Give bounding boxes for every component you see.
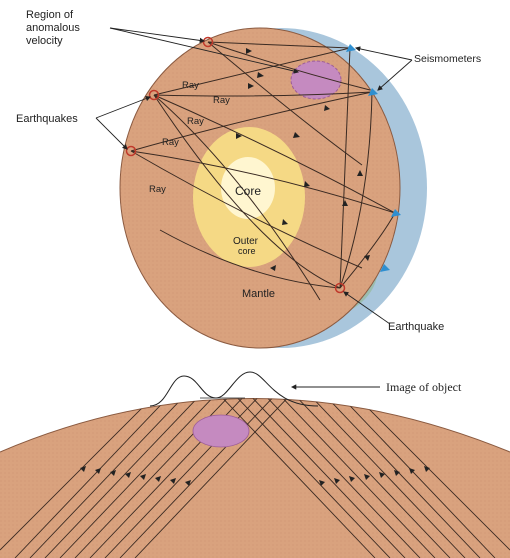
earthquake-marker [148,89,160,101]
image-of-object-label: Image of object [386,380,462,394]
outer-core-label-line1: Outer [233,236,259,247]
ray-label: Ray [182,80,199,91]
region-label-line3: velocity [26,35,63,47]
ray-label: Ray [213,95,230,106]
region-label-line2: anomalous [26,22,80,34]
seismometer-marker [346,44,356,52]
ray-label: Ray [187,116,204,127]
seismometer-marker [391,209,401,217]
core-label: Core [235,184,261,198]
earthquakes-label: Earthquakes [16,113,78,125]
ray-arrows [236,48,370,271]
leader-lines [95,27,413,325]
seismometer-marker [380,264,390,272]
mantle-label: Mantle [242,288,275,300]
seismometer-markers [346,44,401,272]
object-anomaly [192,414,250,448]
earthquake-markers [125,36,346,294]
earthquake-marker [334,282,346,294]
ray-paths [130,41,396,301]
earthquake-marker [125,145,137,157]
crossing-ray-arrows [80,466,430,486]
seismometer-marker [368,88,378,96]
earthquake-label: Earthquake [388,321,444,333]
seismometers-label: Seismometers [414,53,481,65]
tomography-section: Image of object [0,371,510,558]
crossing-rays [0,398,510,558]
region-label-line1: Region of [26,9,74,21]
earth-cross-section [119,27,427,349]
anomaly-region [290,60,342,100]
ray-label: Ray [162,137,179,148]
outer-core-label-line2: core [238,246,256,256]
top-labels: Region of anomalous velocity Earthquakes… [16,9,481,333]
ray-label: Ray [149,184,166,195]
inner-core [221,157,275,219]
